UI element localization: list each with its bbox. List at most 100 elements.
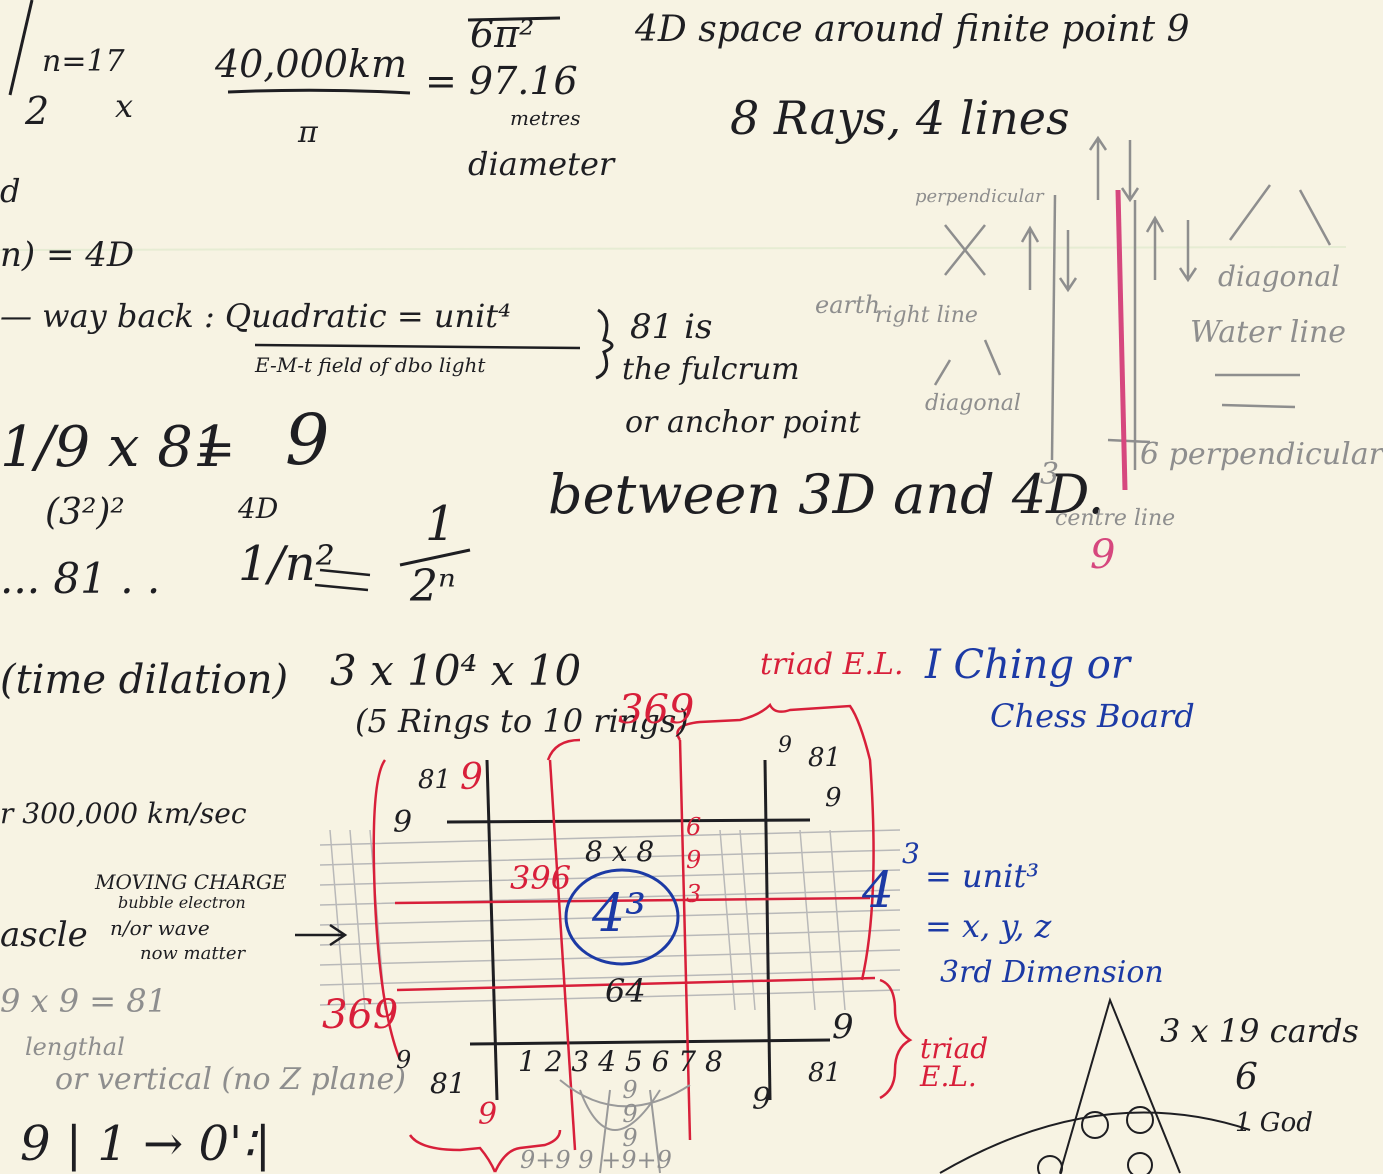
three-nine-six: 396 — [510, 859, 572, 897]
grid-tl-9: 9 — [393, 805, 413, 840]
three-six-nine-top: 369 — [618, 687, 695, 733]
three-squared-squared: (3²)² — [45, 492, 125, 533]
stack-nine: 9 — [686, 846, 702, 874]
ruled-line — [0, 246, 1347, 251]
earth-label: earth — [815, 291, 881, 319]
big-nine: 9 — [285, 399, 330, 481]
matter-note: now matter — [140, 943, 246, 964]
bottom-red-nine: 9 — [478, 1097, 498, 1132]
times-sign: x — [115, 87, 134, 125]
grid-br-81: 81 — [808, 1058, 842, 1088]
grid-tl-9-red: 9 — [460, 757, 483, 798]
pink-nine: 9 — [1090, 532, 1116, 578]
grid-tl-81: 81 — [418, 765, 452, 795]
one-over-n-squared: 1/n² — [238, 536, 335, 592]
centre-line-label: centre line — [1055, 506, 1176, 531]
fraction-bar-6pi — [467, 16, 561, 22]
fraction-numerator: 40,000km — [215, 42, 408, 86]
right-line-label: right line — [875, 303, 978, 328]
grid-tr-9: 9 — [778, 733, 792, 758]
chess-board: Chess Board — [990, 697, 1195, 735]
four-cubed-center: 4³ — [592, 884, 646, 944]
bubble-electron: bubble electron — [118, 893, 246, 912]
wayback-quadratic: — way back : Quadratic = unit⁴ — [0, 297, 511, 335]
four-base: 4 — [862, 861, 894, 919]
x-y-z: = x, y, z — [925, 907, 1052, 945]
eighty-one-is: 81 is — [630, 307, 713, 347]
label-4d: 4D — [238, 492, 279, 525]
moving-charge: MOVING CHARGE — [95, 870, 287, 894]
grid-br-9: 9 — [832, 1007, 854, 1047]
two-to-the-n: 2ⁿ — [410, 561, 456, 612]
pink-centre-line — [1115, 189, 1128, 491]
vertical-no-z: or vertical (no Z plane) — [55, 1062, 406, 1097]
letter-d: d — [0, 172, 21, 210]
grid-bl-81: 81 — [430, 1067, 466, 1100]
three-times-ten: 3 x 10⁴ x 10 — [330, 646, 582, 695]
stack-six: 6 — [686, 813, 702, 841]
triad-el-bottom: triad E.L. — [920, 1032, 989, 1093]
water-line-label: Water line — [1190, 315, 1347, 350]
diagonal-left-label: diagonal — [925, 391, 1021, 416]
three-six-nine-left: 369 — [322, 992, 399, 1038]
brace-wayback — [595, 308, 614, 380]
time-dilation: (time dilation) — [0, 657, 289, 703]
grid-tr-9b: 9 — [825, 783, 842, 813]
six-pi-squared: 6π² — [470, 12, 535, 56]
nine-sum: 9+9 9 +9+9 — [520, 1146, 672, 1174]
bottom-black-nine: 9 — [752, 1082, 772, 1117]
unit-cubed: = unit³ — [925, 857, 1040, 895]
numeral-two: 2 — [25, 89, 50, 133]
ascle-fragment: ascle — [0, 915, 88, 955]
perpendicular-label: perpendicular — [915, 186, 1044, 207]
n-equals-17: n=17 — [42, 44, 125, 79]
third-dimension: 3rd Dimension — [940, 955, 1164, 990]
between-3d-4d: between 3D and 4D. — [548, 463, 1105, 526]
the-fulcrum: the fulcrum — [622, 352, 800, 387]
sixty-four: 64 — [605, 972, 646, 1010]
tic-tac-grid — [446, 759, 831, 1101]
fraction-one: 1 — [425, 496, 456, 552]
star-diagram — [939, 996, 1251, 1174]
blue-circle — [564, 868, 680, 966]
em-field-note: E-M-t field of dbo light — [255, 353, 486, 377]
diameter-label: diameter — [468, 145, 615, 183]
ink-strokes — [0, 0, 1347, 1174]
i-ching-or: I Ching or — [925, 642, 1130, 688]
stack-three: 3 — [686, 880, 702, 908]
one-god: 1 God — [1235, 1108, 1313, 1138]
pencil-crosshatch — [319, 829, 901, 1011]
speed-of-light: r 300,000 km/sec — [0, 797, 247, 830]
red-grid — [372, 702, 913, 1173]
result-97-16: = 97.16 — [425, 59, 578, 103]
anchor-point: or anchor point — [625, 405, 861, 440]
dots-81: ... 81 . . — [0, 554, 161, 603]
fraction-bar-2n — [399, 548, 471, 567]
diagonal-right-label: diagonal — [1218, 260, 1341, 293]
rings-note: (5 Rings to 10 rings) — [355, 702, 689, 740]
ninth-times-81: 1/9 x 81 — [0, 415, 229, 480]
fraction-pi: π — [298, 115, 318, 150]
triad-el-top: triad E.L. — [760, 647, 904, 682]
six-perpendicular-label: 6 perpendicular — [1140, 437, 1383, 472]
equals-sign: = — [195, 421, 236, 477]
space-around-heading: 4D space around finite point 9 — [635, 9, 1190, 50]
lengthal-note: lengthal — [25, 1033, 125, 1061]
three-label: 3 — [1040, 457, 1060, 492]
double-arrows — [314, 568, 371, 592]
fraction-bar-40000 — [227, 88, 411, 95]
slash-stroke — [8, 0, 34, 96]
bottom-number-row: 1 2 3 4 5 6 7 8 — [518, 1045, 723, 1078]
pencil-sketch — [933, 135, 1332, 470]
fraction-bar-wayback — [254, 343, 581, 350]
grid-tr-81: 81 — [808, 743, 842, 773]
arrow-right — [295, 923, 348, 947]
eight-rays-heading: 8 Rays, 4 lines — [730, 91, 1070, 145]
bottom-formula: 9 | 1 → 0'∶| — [20, 1116, 271, 1172]
pencil-loops — [559, 1079, 691, 1174]
exponent-three: 3 — [902, 837, 920, 870]
metres-label: metres — [510, 106, 581, 130]
grid-bl-9: 9 — [396, 1046, 412, 1074]
equals-4d: n) = 4D — [0, 235, 135, 275]
